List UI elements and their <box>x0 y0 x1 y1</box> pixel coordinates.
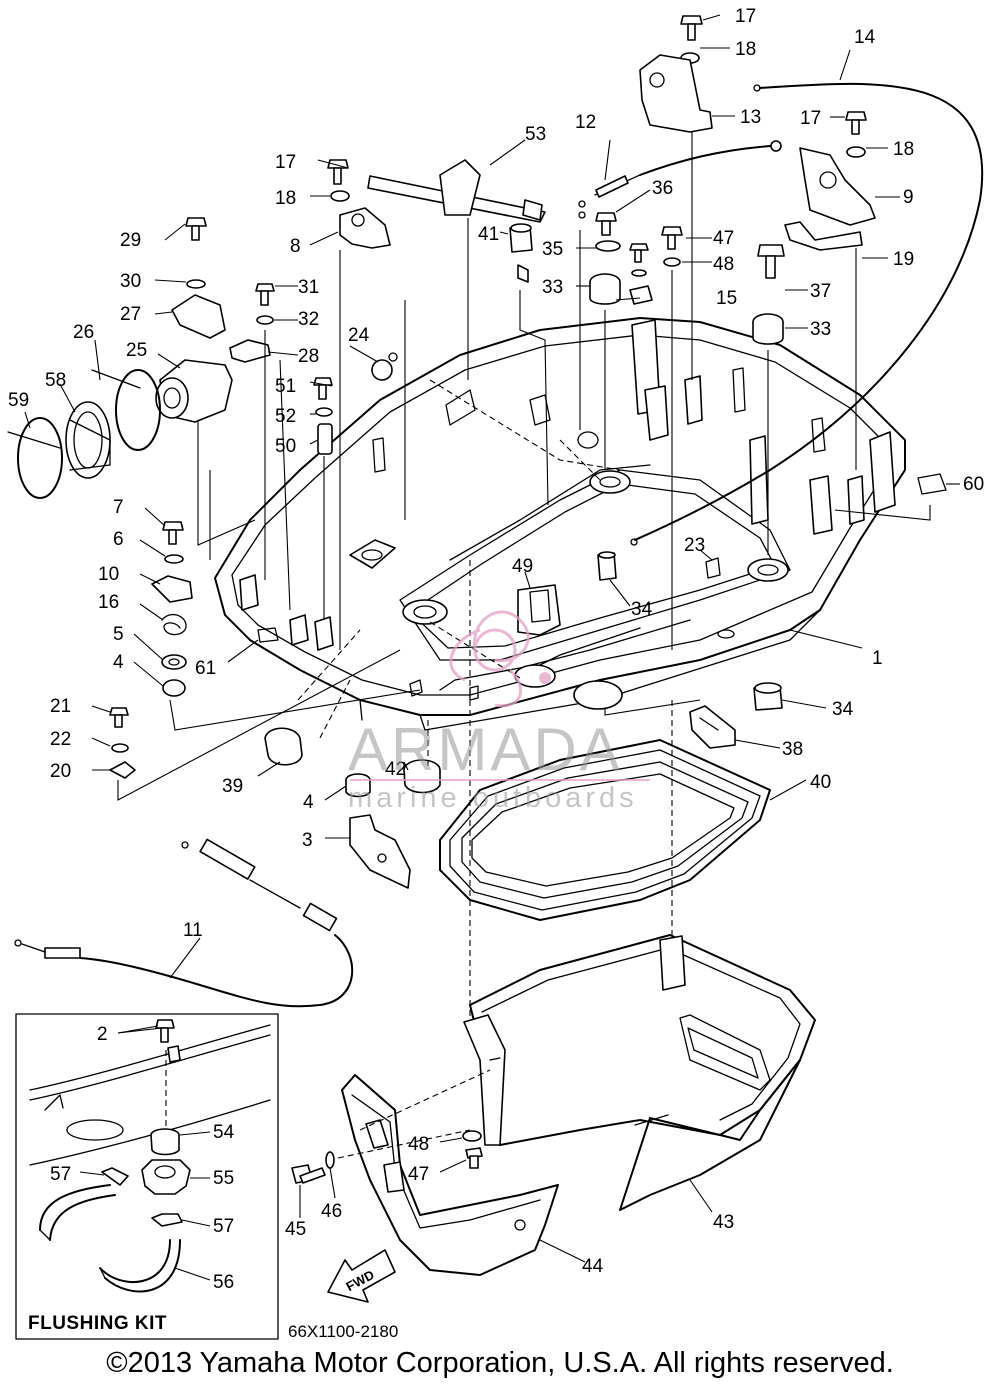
callout-23: 23 <box>684 535 705 556</box>
callout-17: 17 <box>800 108 821 129</box>
callout-11: 11 <box>183 920 203 941</box>
callout-35: 35 <box>542 239 563 260</box>
callout-20: 20 <box>50 761 71 782</box>
callout-12: 12 <box>575 112 596 133</box>
callout-24: 24 <box>348 325 370 346</box>
callout-51: 51 <box>275 376 296 397</box>
callout-38: 38 <box>782 739 803 760</box>
diagram-part-code: 66X1100-2180 <box>288 1322 399 1341</box>
callout-47: 47 <box>713 228 734 249</box>
flushing-kit-inset <box>15 1013 279 1340</box>
flushing-kit-title: FLUSHING KIT <box>28 1313 167 1334</box>
callout-34: 34 <box>631 599 653 620</box>
callout-48: 48 <box>713 254 734 275</box>
callout-36: 36 <box>652 178 673 199</box>
callout-7: 7 <box>113 497 124 518</box>
callout-54: 54 <box>213 1122 235 1143</box>
callout-32: 32 <box>298 309 319 330</box>
watermark-brand: ARMADA <box>348 716 623 783</box>
callout-3: 3 <box>302 830 313 851</box>
callout-58: 58 <box>45 370 66 391</box>
callout-40: 40 <box>810 772 831 793</box>
lower-apron <box>463 934 816 1211</box>
callout-4: 4 <box>303 792 314 813</box>
callout-39: 39 <box>222 776 243 797</box>
callout-49: 49 <box>512 556 533 577</box>
callout-59: 59 <box>8 390 29 411</box>
side-panel <box>341 1074 559 1276</box>
callout-26: 26 <box>73 322 94 343</box>
callout-10: 10 <box>98 564 119 585</box>
leader-lines <box>24 14 960 1263</box>
cables <box>14 82 983 1008</box>
callout-2: 2 <box>97 1024 108 1045</box>
callout-43: 43 <box>713 1212 734 1233</box>
callout-44: 44 <box>582 1256 604 1277</box>
copyright-notice: ©2013 Yamaha Motor Corporation, U.S.A. A… <box>106 1347 894 1379</box>
callout-8: 8 <box>290 236 301 257</box>
callout-50: 50 <box>275 436 296 457</box>
bottom-cowling <box>214 317 906 731</box>
callout-22: 22 <box>50 729 71 750</box>
callout-15: 15 <box>716 288 737 309</box>
callout-37: 37 <box>810 281 831 302</box>
hardware <box>7 15 947 1303</box>
callout-18: 18 <box>893 139 914 160</box>
callout-30: 30 <box>120 271 141 292</box>
callout-9: 9 <box>903 187 914 208</box>
callout-28: 28 <box>298 346 319 367</box>
watermark-logo <box>350 610 650 781</box>
callout-48: 48 <box>408 1134 429 1155</box>
callout-52: 52 <box>275 406 296 427</box>
callout-16: 16 <box>98 592 119 613</box>
callout-53: 53 <box>525 124 546 145</box>
callout-6: 6 <box>113 529 124 550</box>
callout-57: 57 <box>50 1164 71 1185</box>
callout-27: 27 <box>120 304 141 325</box>
callout-46: 46 <box>321 1201 342 1222</box>
callout-18: 18 <box>275 188 296 209</box>
watermark-tagline: marine outboards <box>348 782 638 814</box>
callout-13: 13 <box>740 107 761 128</box>
callout-21: 21 <box>50 696 71 717</box>
callout-25: 25 <box>126 340 147 361</box>
callout-61: 61 <box>195 658 216 679</box>
cowling-seal <box>439 739 771 921</box>
callout-34: 34 <box>832 699 854 720</box>
callout-1: 1 <box>872 648 883 669</box>
callout-31: 31 <box>298 277 319 298</box>
callout-17: 17 <box>735 6 756 27</box>
callout-56: 56 <box>213 1272 234 1293</box>
callout-4: 4 <box>113 652 124 673</box>
callout-55: 55 <box>213 1168 234 1189</box>
callout-14: 14 <box>854 27 876 48</box>
callout-42: 42 <box>385 759 406 780</box>
callout-29: 29 <box>120 230 141 251</box>
callout-33: 33 <box>542 277 563 298</box>
callout-19: 19 <box>893 249 914 270</box>
callout-41: 41 <box>478 224 499 245</box>
callout-5: 5 <box>113 624 124 645</box>
callout-60: 60 <box>963 474 984 495</box>
callout-45: 45 <box>285 1219 306 1240</box>
callout-33: 33 <box>810 319 831 340</box>
callout-18: 18 <box>735 39 756 60</box>
callout-17: 17 <box>275 152 296 173</box>
callout-57: 57 <box>213 1216 234 1237</box>
callout-47: 47 <box>408 1164 429 1185</box>
